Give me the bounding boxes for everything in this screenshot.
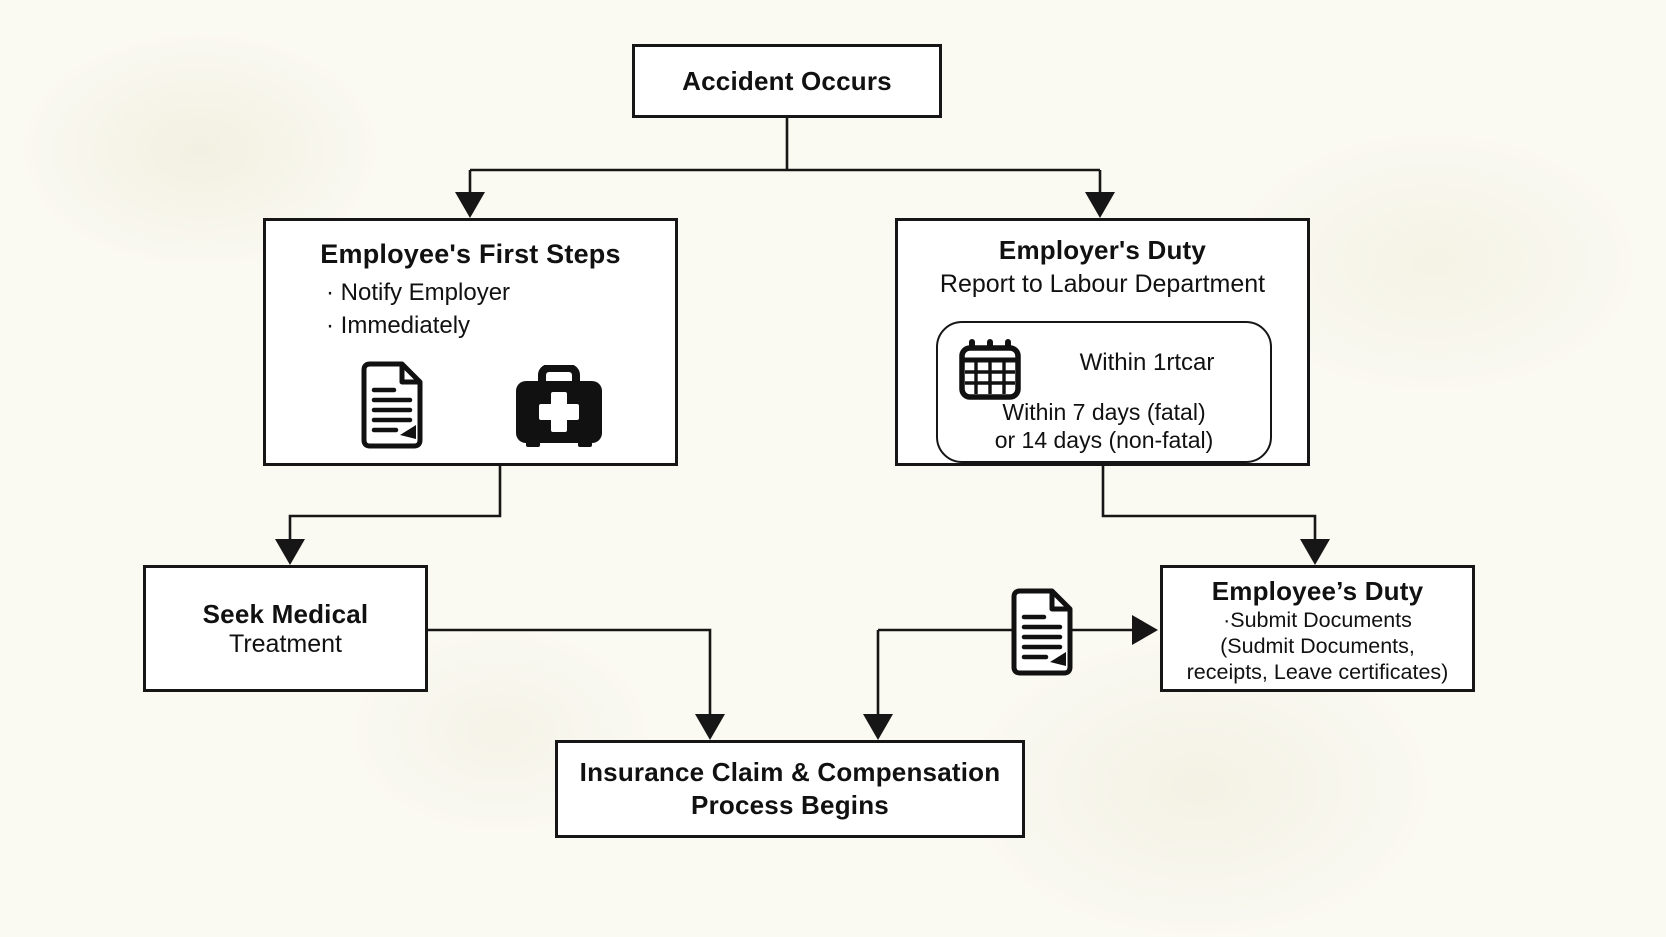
node-title: Accident Occurs: [682, 65, 892, 96]
connector-accident-split: [468, 118, 1102, 194]
node-employee-first-steps: Employee's First Steps · Notify Employer…: [263, 218, 678, 466]
connector-seekmedical-to-insurance: [428, 628, 712, 716]
calendar-icon: [959, 339, 1021, 400]
icon-row: [266, 359, 675, 459]
timeline-panel: Within 1rtcar Within 7 days (fatal) or 1…: [936, 321, 1272, 463]
first-aid-kit-icon: [516, 365, 602, 447]
duty-line: (Sudmit Documents,: [1220, 634, 1415, 658]
arrowhead-to-seekmedical: [275, 539, 305, 565]
duty-line: receipts, Leave certificates): [1186, 660, 1449, 684]
arrowhead-to-insurance-left: [695, 714, 725, 740]
timeline-caption: Within 1rtcar: [1079, 349, 1215, 376]
arrowhead-to-firststeps: [455, 192, 485, 218]
node-title: Seek Medical: [202, 598, 369, 629]
arrowhead-to-employeeduty-left: [1132, 615, 1158, 645]
bullet-item: · Immediately: [326, 312, 471, 339]
node-title-line: Process Begins: [691, 790, 889, 820]
node-accident-occurs: Accident Occurs: [632, 44, 942, 118]
document-icon: [1011, 588, 1073, 676]
node-insurance-claim: Insurance Claim & Compensation Process B…: [555, 740, 1025, 838]
arrowhead-to-insurance-right: [863, 714, 893, 740]
node-title: Employee’s Duty: [1211, 576, 1424, 606]
node-subtitle: Report to Labour Department: [939, 270, 1266, 298]
timeline-line: or 14 days (non-fatal): [994, 427, 1214, 453]
connector-firststeps-to-seekmedical: [288, 466, 502, 541]
timeline-line: Within 7 days (fatal): [1002, 399, 1206, 425]
node-title: Employee's First Steps: [320, 239, 621, 269]
arrowhead-to-employerduty: [1085, 192, 1115, 218]
duty-line: ·Submit Documents: [1223, 608, 1412, 632]
arrowhead-to-employeeduty-top: [1300, 539, 1330, 565]
connector-documents-branch: [876, 628, 1134, 716]
node-employer-duty: Employer's Duty Report to Labour Departm…: [895, 218, 1310, 466]
node-employee-duty: Employee’s Duty ·Submit Documents (Sudmi…: [1160, 565, 1475, 692]
document-icon: [361, 361, 423, 449]
connector-employerduty-to-employeeduty: [1101, 466, 1317, 541]
node-title-line: Insurance Claim & Compensation: [579, 757, 1001, 787]
bullet-list: · Notify Employer · Immediately: [326, 276, 675, 342]
node-seek-medical-treatment: Seek Medical Treatment: [143, 565, 428, 692]
bullet-item: · Notify Employer: [326, 279, 511, 306]
node-subtitle: Treatment: [228, 629, 342, 658]
node-title: Employer's Duty: [998, 235, 1207, 265]
